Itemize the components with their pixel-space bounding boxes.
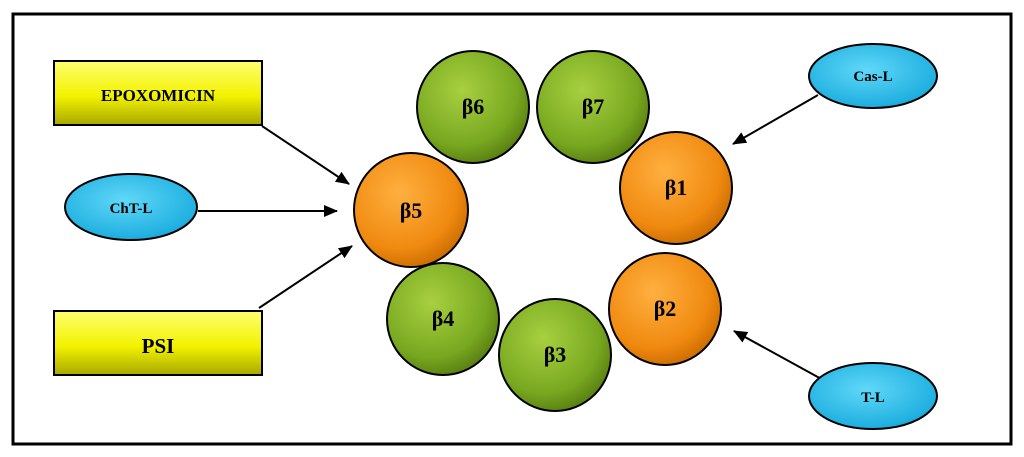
activity-t-l: T-L [808, 362, 938, 430]
subunit-b3: β3 [498, 298, 612, 412]
inactive-subunit-circle [416, 50, 530, 164]
subunit-b4: β4 [386, 262, 500, 376]
active-subunit-circle [608, 252, 722, 366]
activity-cas-l: Cas-L [808, 43, 938, 109]
subunit-label: β7 [582, 94, 605, 119]
inactive-subunit-circle [536, 50, 650, 164]
inhibitor-label: EPOXOMICIN [101, 86, 216, 105]
subunit-b2: β2 [608, 252, 722, 366]
inhibitor-epoxomicin: EPOXOMICIN [53, 60, 263, 126]
inhibitor-psi: PSI [53, 310, 263, 376]
arrow-t-l-to-b2 [733, 330, 826, 382]
arrows [198, 94, 826, 382]
subunit-b7: β7 [536, 50, 650, 164]
activity-ellipse [64, 173, 198, 241]
subunit-label: β4 [432, 306, 455, 331]
arrow-epoxomicin-to-b5 [261, 125, 350, 185]
subunit-b5: β5 [353, 152, 469, 268]
subunit-b6: β6 [416, 50, 530, 164]
active-subunit-circle [353, 152, 469, 268]
inactive-subunit-circle [386, 262, 500, 376]
inhibitor-label: PSI [142, 334, 175, 358]
subunit-label: β6 [462, 94, 485, 119]
activity-cht-l: ChT-L [64, 173, 198, 241]
inhibitor-box [53, 310, 263, 376]
subunit-label: β5 [400, 198, 423, 223]
activity-ellipse [808, 43, 938, 109]
activity-label: ChT-L [110, 201, 153, 217]
activity-ellipse [808, 362, 938, 430]
subunit-label: β1 [665, 175, 688, 200]
inactive-subunit-circle [498, 298, 612, 412]
active-subunit-circle [619, 131, 733, 245]
subunit-label: β3 [544, 342, 567, 367]
subunit-label: β2 [654, 296, 677, 321]
arrow-cas-l-to-b1 [732, 94, 819, 145]
arrow-psi-to-b5 [258, 245, 353, 309]
activity-label: Cas-L [853, 69, 892, 85]
inhibitor-box [53, 60, 263, 126]
subunit-b1: β1 [619, 131, 733, 245]
activity-label: T-L [861, 390, 885, 406]
